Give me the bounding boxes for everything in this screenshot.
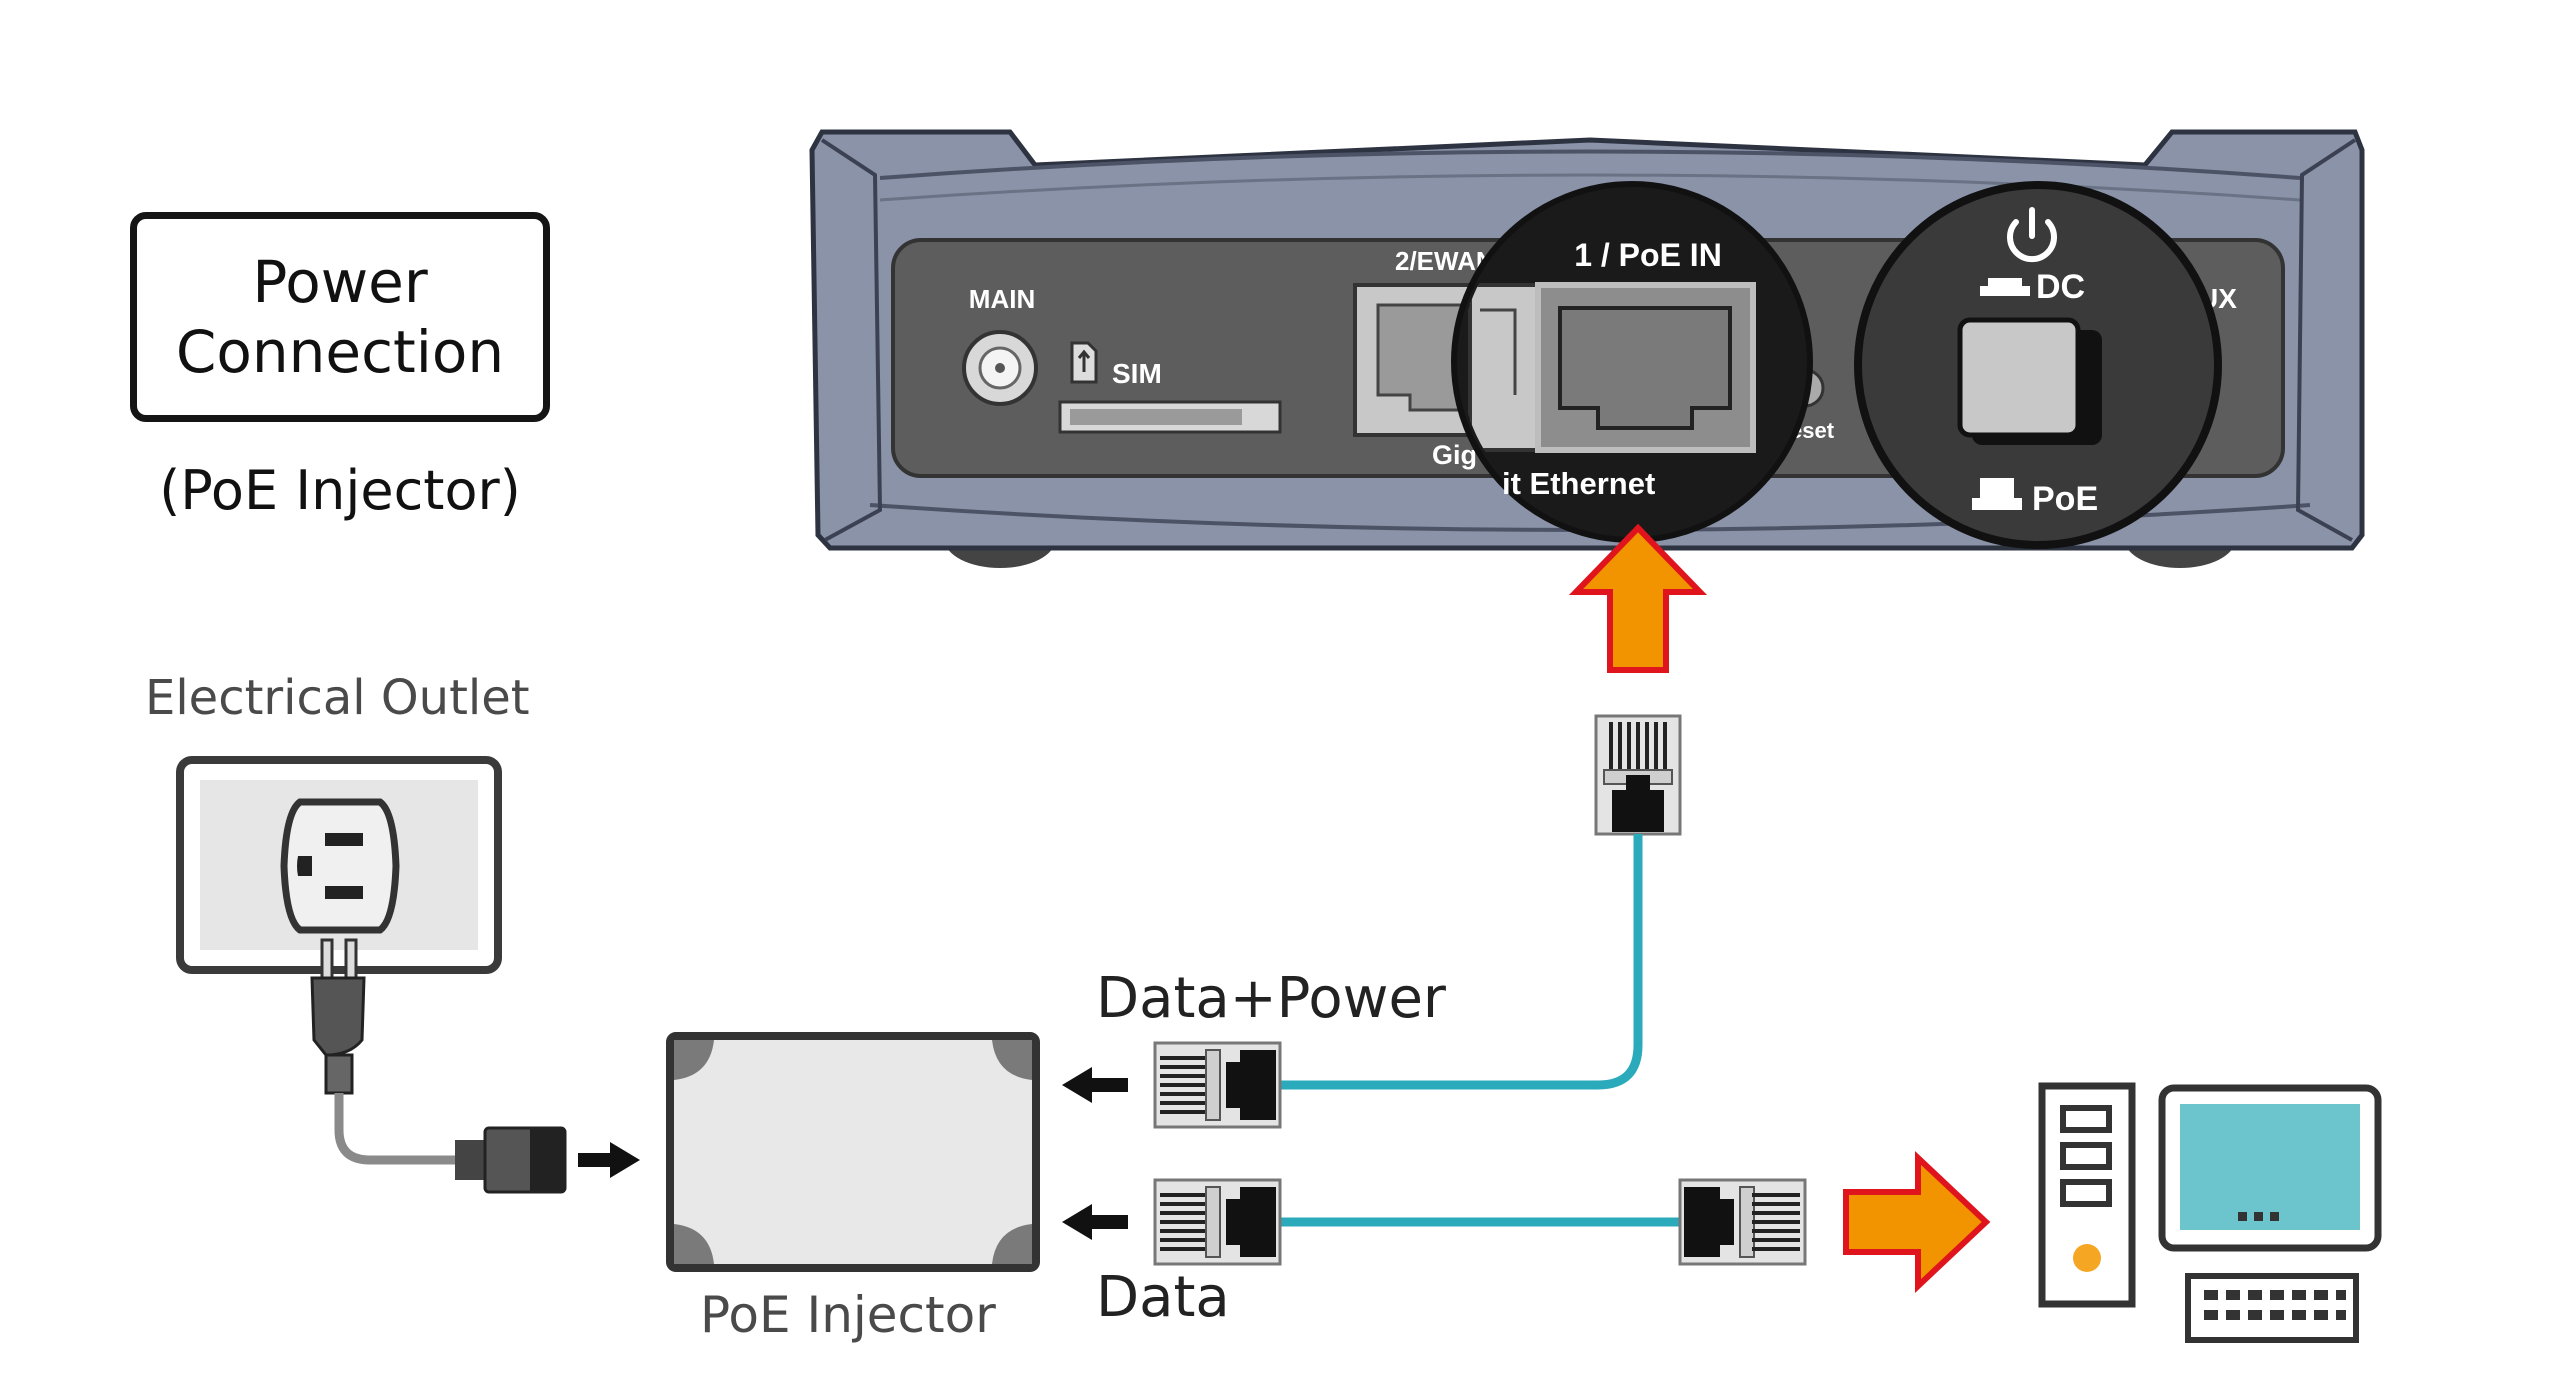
arrow-icon-up — [1568, 523, 1708, 673]
device-bevel-left — [820, 138, 883, 542]
data-power-cable — [1270, 834, 1643, 1090]
electrical-outlet-icon — [176, 756, 502, 974]
main-connector-pin — [995, 363, 1005, 373]
title-line-2: Connection — [175, 318, 505, 386]
port1-label: 1 / PoE IN — [1574, 237, 1722, 273]
rj45-connector-icon-computer — [1678, 1178, 1807, 1266]
data-power-label: Data+Power — [1096, 966, 1446, 1031]
iec-plug-icon — [455, 1126, 567, 1194]
dc-poe-switch — [1957, 317, 2081, 438]
sim-label: SIM — [1112, 358, 1162, 389]
device-bevel-right — [2295, 138, 2357, 542]
subtitle: (PoE Injector) — [159, 459, 521, 522]
power-plug-icon — [310, 938, 366, 1095]
poe-injector-label: PoE Injector — [700, 1286, 996, 1344]
poe-switch-glyph — [1972, 478, 2022, 510]
router-device: MAIN SIM 2/EWAN Gig eset UX — [809, 129, 2365, 568]
power-cord — [334, 1093, 460, 1165]
arrow-icon-datapower-in — [1062, 1067, 1128, 1103]
title-line-1: Power — [252, 248, 428, 316]
power-button-icon — [2007, 207, 2057, 263]
dc-switch-glyph — [1980, 278, 2030, 296]
device-ridge — [879, 149, 2301, 180]
desktop-computer-icon — [2038, 1082, 2382, 1343]
dc-label: DC — [2036, 268, 2085, 306]
sim-slot-inner — [1070, 409, 1242, 425]
arrow-icon-to-computer — [1843, 1151, 1991, 1293]
title-box: Power Connection — [130, 212, 550, 422]
arrow-icon-power-in — [578, 1142, 640, 1178]
electrical-outlet-label: Electrical Outlet — [145, 670, 530, 726]
rj45-connector-icon-top — [1594, 714, 1682, 836]
sim-icon — [1070, 341, 1098, 384]
poe-injector-icon — [666, 1032, 1040, 1272]
gigabit-label-left: Gig — [1432, 440, 1477, 470]
device-ridge-2 — [879, 173, 2301, 202]
arrow-icon-data-in — [1062, 1204, 1128, 1240]
main-label: MAIN — [969, 284, 1035, 314]
rj45-connector-icon-data — [1153, 1178, 1282, 1266]
data-label: Data — [1096, 1265, 1230, 1330]
dc-poe-zoom-circle: DC PoE — [1854, 181, 2222, 549]
rj45-connector-icon-datapower — [1153, 1041, 1282, 1129]
poe-in-zoom-circle: 1 / PoE IN it Ethernet — [1451, 181, 1813, 543]
port1-jack — [1558, 306, 1732, 430]
gigabit-label: it Ethernet — [1502, 466, 1655, 501]
poe-label: PoE — [2032, 480, 2098, 518]
